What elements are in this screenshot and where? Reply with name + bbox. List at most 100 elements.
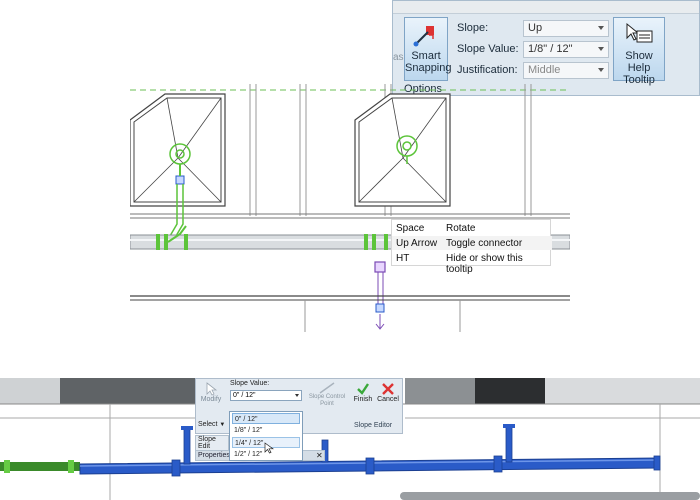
slope-select[interactable]: Up xyxy=(523,20,609,37)
shortcut-tooltip: Space Rotate Up Arrow Toggle connector H… xyxy=(391,219,552,275)
drop-connector xyxy=(375,303,385,313)
shower-diagonal xyxy=(166,97,179,159)
dropdown-option[interactable]: 1/8" / 12" xyxy=(234,427,263,434)
cancel-label: Cancel xyxy=(377,396,399,403)
cancel-button[interactable]: Cancel xyxy=(376,382,400,403)
cursor-icon xyxy=(206,382,218,396)
tooltip-desc: Rotate xyxy=(446,223,476,234)
check-icon xyxy=(357,383,369,395)
slope-value-select[interactable]: 0" / 12" xyxy=(230,390,302,401)
bottom-3d-view xyxy=(0,378,700,500)
slope-control-point-icon xyxy=(319,382,335,394)
pipe-fitting xyxy=(372,234,376,250)
dark-background-band xyxy=(405,378,475,404)
slope-control-point-button[interactable]: Slope Control Point xyxy=(304,382,350,408)
select-label: Select xyxy=(198,421,218,428)
modify-button[interactable]: Modify xyxy=(198,382,224,403)
justification-label: Justification: xyxy=(457,64,518,76)
drop-connector xyxy=(374,261,386,273)
close-icon[interactable]: ✕ xyxy=(316,451,323,460)
slope-value-select-value: 1/8" / 12" xyxy=(528,43,573,55)
tooltip-row: Space Rotate xyxy=(392,221,552,235)
drawing-canvas[interactable] xyxy=(130,84,570,332)
slope-value-label: Slope Value: xyxy=(457,43,519,55)
arrow-down-icon xyxy=(375,314,385,330)
ribbon-left-text: as xyxy=(393,52,404,63)
drain-connector xyxy=(175,149,185,159)
options-panel: as Smart Snapping Slope: Up Slope Value:… xyxy=(392,0,700,96)
gray-pipe xyxy=(400,492,700,500)
pipe-fitting xyxy=(384,234,388,250)
chevron-down-icon xyxy=(598,47,604,51)
slope-value-label: Slope Value: xyxy=(230,380,270,387)
slope-editor-title: Slope Editor xyxy=(354,422,393,429)
shower-diagonal xyxy=(391,97,404,159)
dropdown-option[interactable]: 1/2" / 12" xyxy=(234,451,263,458)
shower-fixture xyxy=(354,93,451,207)
help-tooltip-label: Show Help Tooltip xyxy=(623,50,655,86)
blue-riser xyxy=(505,425,513,463)
blue-fitting xyxy=(493,455,503,473)
smart-snapping-icon xyxy=(413,26,434,47)
cursor-icon xyxy=(264,442,274,454)
help-tooltip-icon xyxy=(626,22,653,43)
shower-diagonal xyxy=(177,97,222,159)
pipe-fitting xyxy=(164,234,168,250)
slope-control-point-label: Slope Control Point xyxy=(308,394,346,407)
pipe-fitting xyxy=(156,234,160,250)
drain-connector xyxy=(402,141,412,151)
dark-background-band xyxy=(545,378,700,404)
tooltip-desc: Toggle connector xyxy=(446,238,523,249)
blue-fitting xyxy=(171,459,181,477)
slope-label: Slope: xyxy=(457,22,489,34)
tooltip-row: HT Hide or show this tooltip xyxy=(392,251,552,275)
vertical-pipe xyxy=(169,184,184,237)
chevron-down-icon xyxy=(598,68,604,72)
blue-fitting xyxy=(365,457,375,475)
plumbing-drawing xyxy=(130,84,570,332)
tooltip-row: Up Arrow Toggle connector xyxy=(392,236,552,250)
tooltip-key: HT xyxy=(396,253,410,264)
tab-properties[interactable]: Properties xyxy=(198,452,230,459)
chevron-down-icon xyxy=(295,394,299,397)
slope-value-select[interactable]: 1/8" / 12" xyxy=(523,41,609,58)
dropdown-option[interactable]: 0" / 12" xyxy=(232,413,300,424)
shower-diagonal xyxy=(358,157,404,203)
slope-value-dropdown: 0" / 12" 1/8" / 12" 1/4" / 12" 1/2" / 12… xyxy=(229,411,303,461)
select-button[interactable]: Select ▼ xyxy=(196,419,228,431)
options-footer: Options xyxy=(404,83,442,95)
show-help-tooltip-button[interactable]: Show Help Tooltip xyxy=(613,17,665,86)
green-pipe-fitting xyxy=(4,460,10,473)
justification-select-value: Middle xyxy=(528,64,561,76)
blue-riser-cap xyxy=(181,426,193,430)
modify-label: Modify xyxy=(200,396,222,403)
light-band xyxy=(0,378,60,404)
shower-diagonal xyxy=(133,157,179,203)
tooltip-key: Space xyxy=(396,223,425,234)
chevron-down-icon xyxy=(598,26,604,30)
tooltip-desc: Hide or show this tooltip xyxy=(446,253,523,275)
smart-snapping-button[interactable]: Smart Snapping xyxy=(404,17,452,81)
pipe-elbow xyxy=(167,225,187,243)
shower-diagonal xyxy=(177,157,222,203)
shower-diagonal xyxy=(402,157,447,203)
slope-select-value: Up xyxy=(528,22,543,34)
slope-value-current: 0" / 12" xyxy=(233,392,256,399)
pipe-fitting xyxy=(184,234,188,250)
pipe-connector xyxy=(175,175,185,185)
chevron-down-icon: ▼ xyxy=(219,422,226,428)
bottom-view: Modify Slope Value: 0" / 12" Slope Contr… xyxy=(0,378,700,500)
ribbon-top-strip xyxy=(393,1,699,14)
blue-riser-cap xyxy=(503,424,515,428)
blue-fitting xyxy=(653,455,661,471)
slope-edit-label: Slope Edit xyxy=(198,436,216,450)
shower-fixture-inner xyxy=(133,97,222,203)
finish-button[interactable]: Finish xyxy=(352,382,374,403)
blue-riser xyxy=(183,427,191,465)
finish-label: Finish xyxy=(353,396,373,403)
pipe-fitting xyxy=(364,234,368,250)
justification-select[interactable]: Middle xyxy=(523,62,609,79)
close-icon xyxy=(382,383,394,395)
tooltip-key: Up Arrow xyxy=(396,238,438,249)
smart-snapping-label: Smart Snapping xyxy=(405,50,452,74)
